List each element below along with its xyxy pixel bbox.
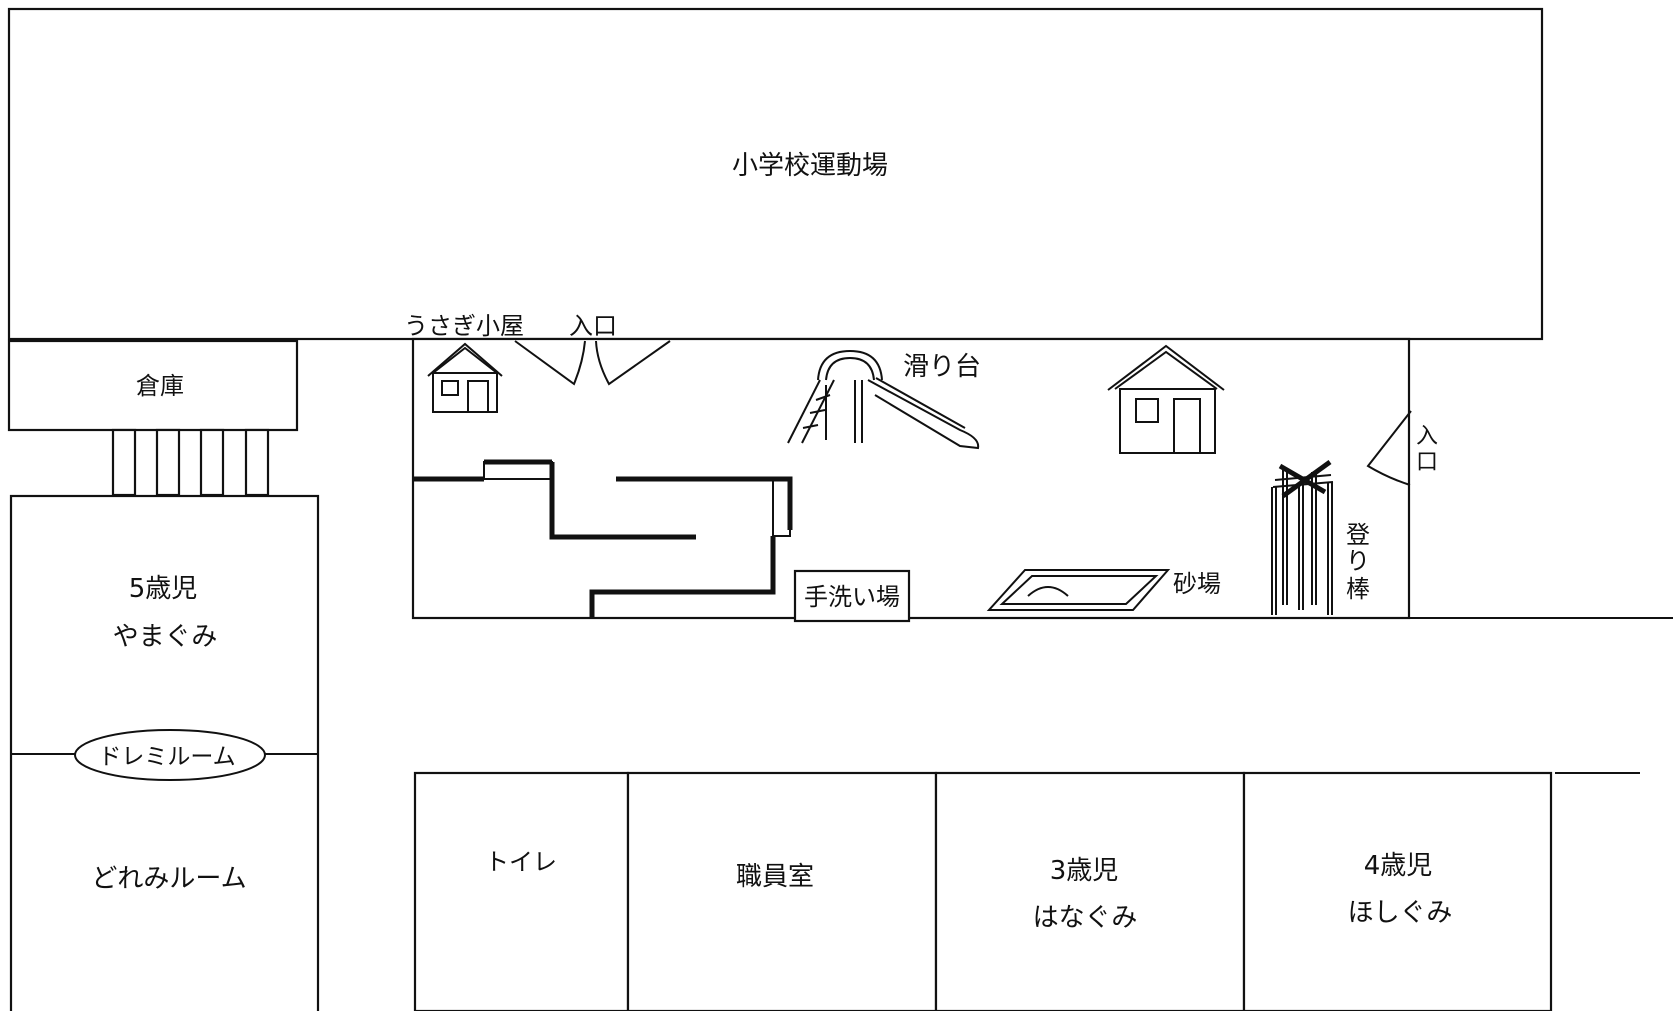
maze-walls	[413, 459, 793, 618]
entrance-top-door-icon	[514, 340, 671, 386]
doremi-room-label: どれみルーム	[91, 864, 246, 894]
rabbit-hutch-icon	[427, 342, 503, 413]
school-ground-label: 小学校運動場	[732, 151, 888, 181]
sandbox-icon	[986, 569, 1171, 611]
playhouse-icon	[1107, 344, 1225, 454]
handwash-station	[793, 569, 911, 623]
slide-icon	[787, 349, 980, 450]
playground-area	[411, 337, 1411, 620]
climbing-pole-label-2: り	[1346, 547, 1370, 575]
handwash-label: 手洗い場	[804, 583, 900, 611]
rabbit-hutch-label: うさぎ小屋	[404, 312, 524, 340]
hanagumi-label: はなぐみ	[1033, 903, 1138, 933]
entrance-right-door-icon	[1366, 410, 1412, 486]
toilet-label: トイレ	[485, 848, 557, 876]
age3-room	[934, 771, 1246, 1011]
staff-room	[626, 771, 938, 1011]
sandbox-label: 砂場	[1173, 570, 1221, 598]
connector-walkway	[111, 428, 270, 497]
yamagumi-label: やまぐみ	[113, 622, 218, 652]
doremi-room-oval-label: ドレミルーム	[98, 744, 235, 770]
storage-room	[7, 339, 299, 432]
climbing-pole-label-3: 棒	[1346, 575, 1370, 603]
age3-label: 3歳児	[1050, 856, 1119, 886]
climbing-poles-icon	[1271, 459, 1334, 615]
entrance-right-label-2: 口	[1416, 450, 1438, 475]
staff-room-label: 職員室	[736, 862, 814, 892]
school-ground-area	[7, 7, 1544, 341]
age5-label: 5歳児	[129, 574, 198, 604]
storage-label: 倉庫	[136, 372, 184, 400]
hoshigumi-label: ほしぐみ	[1348, 898, 1453, 928]
entrance-right-label-1: 入	[1416, 424, 1438, 449]
age4-label: 4歳児	[1364, 851, 1433, 881]
climbing-pole-label-1: 登	[1346, 521, 1370, 549]
entrance-top-label: 入口	[569, 312, 617, 340]
slide-label: 滑り台	[903, 352, 981, 382]
age4-room	[1242, 771, 1553, 1011]
doremi-room-oval	[74, 729, 266, 781]
toilet-room	[413, 771, 630, 1011]
